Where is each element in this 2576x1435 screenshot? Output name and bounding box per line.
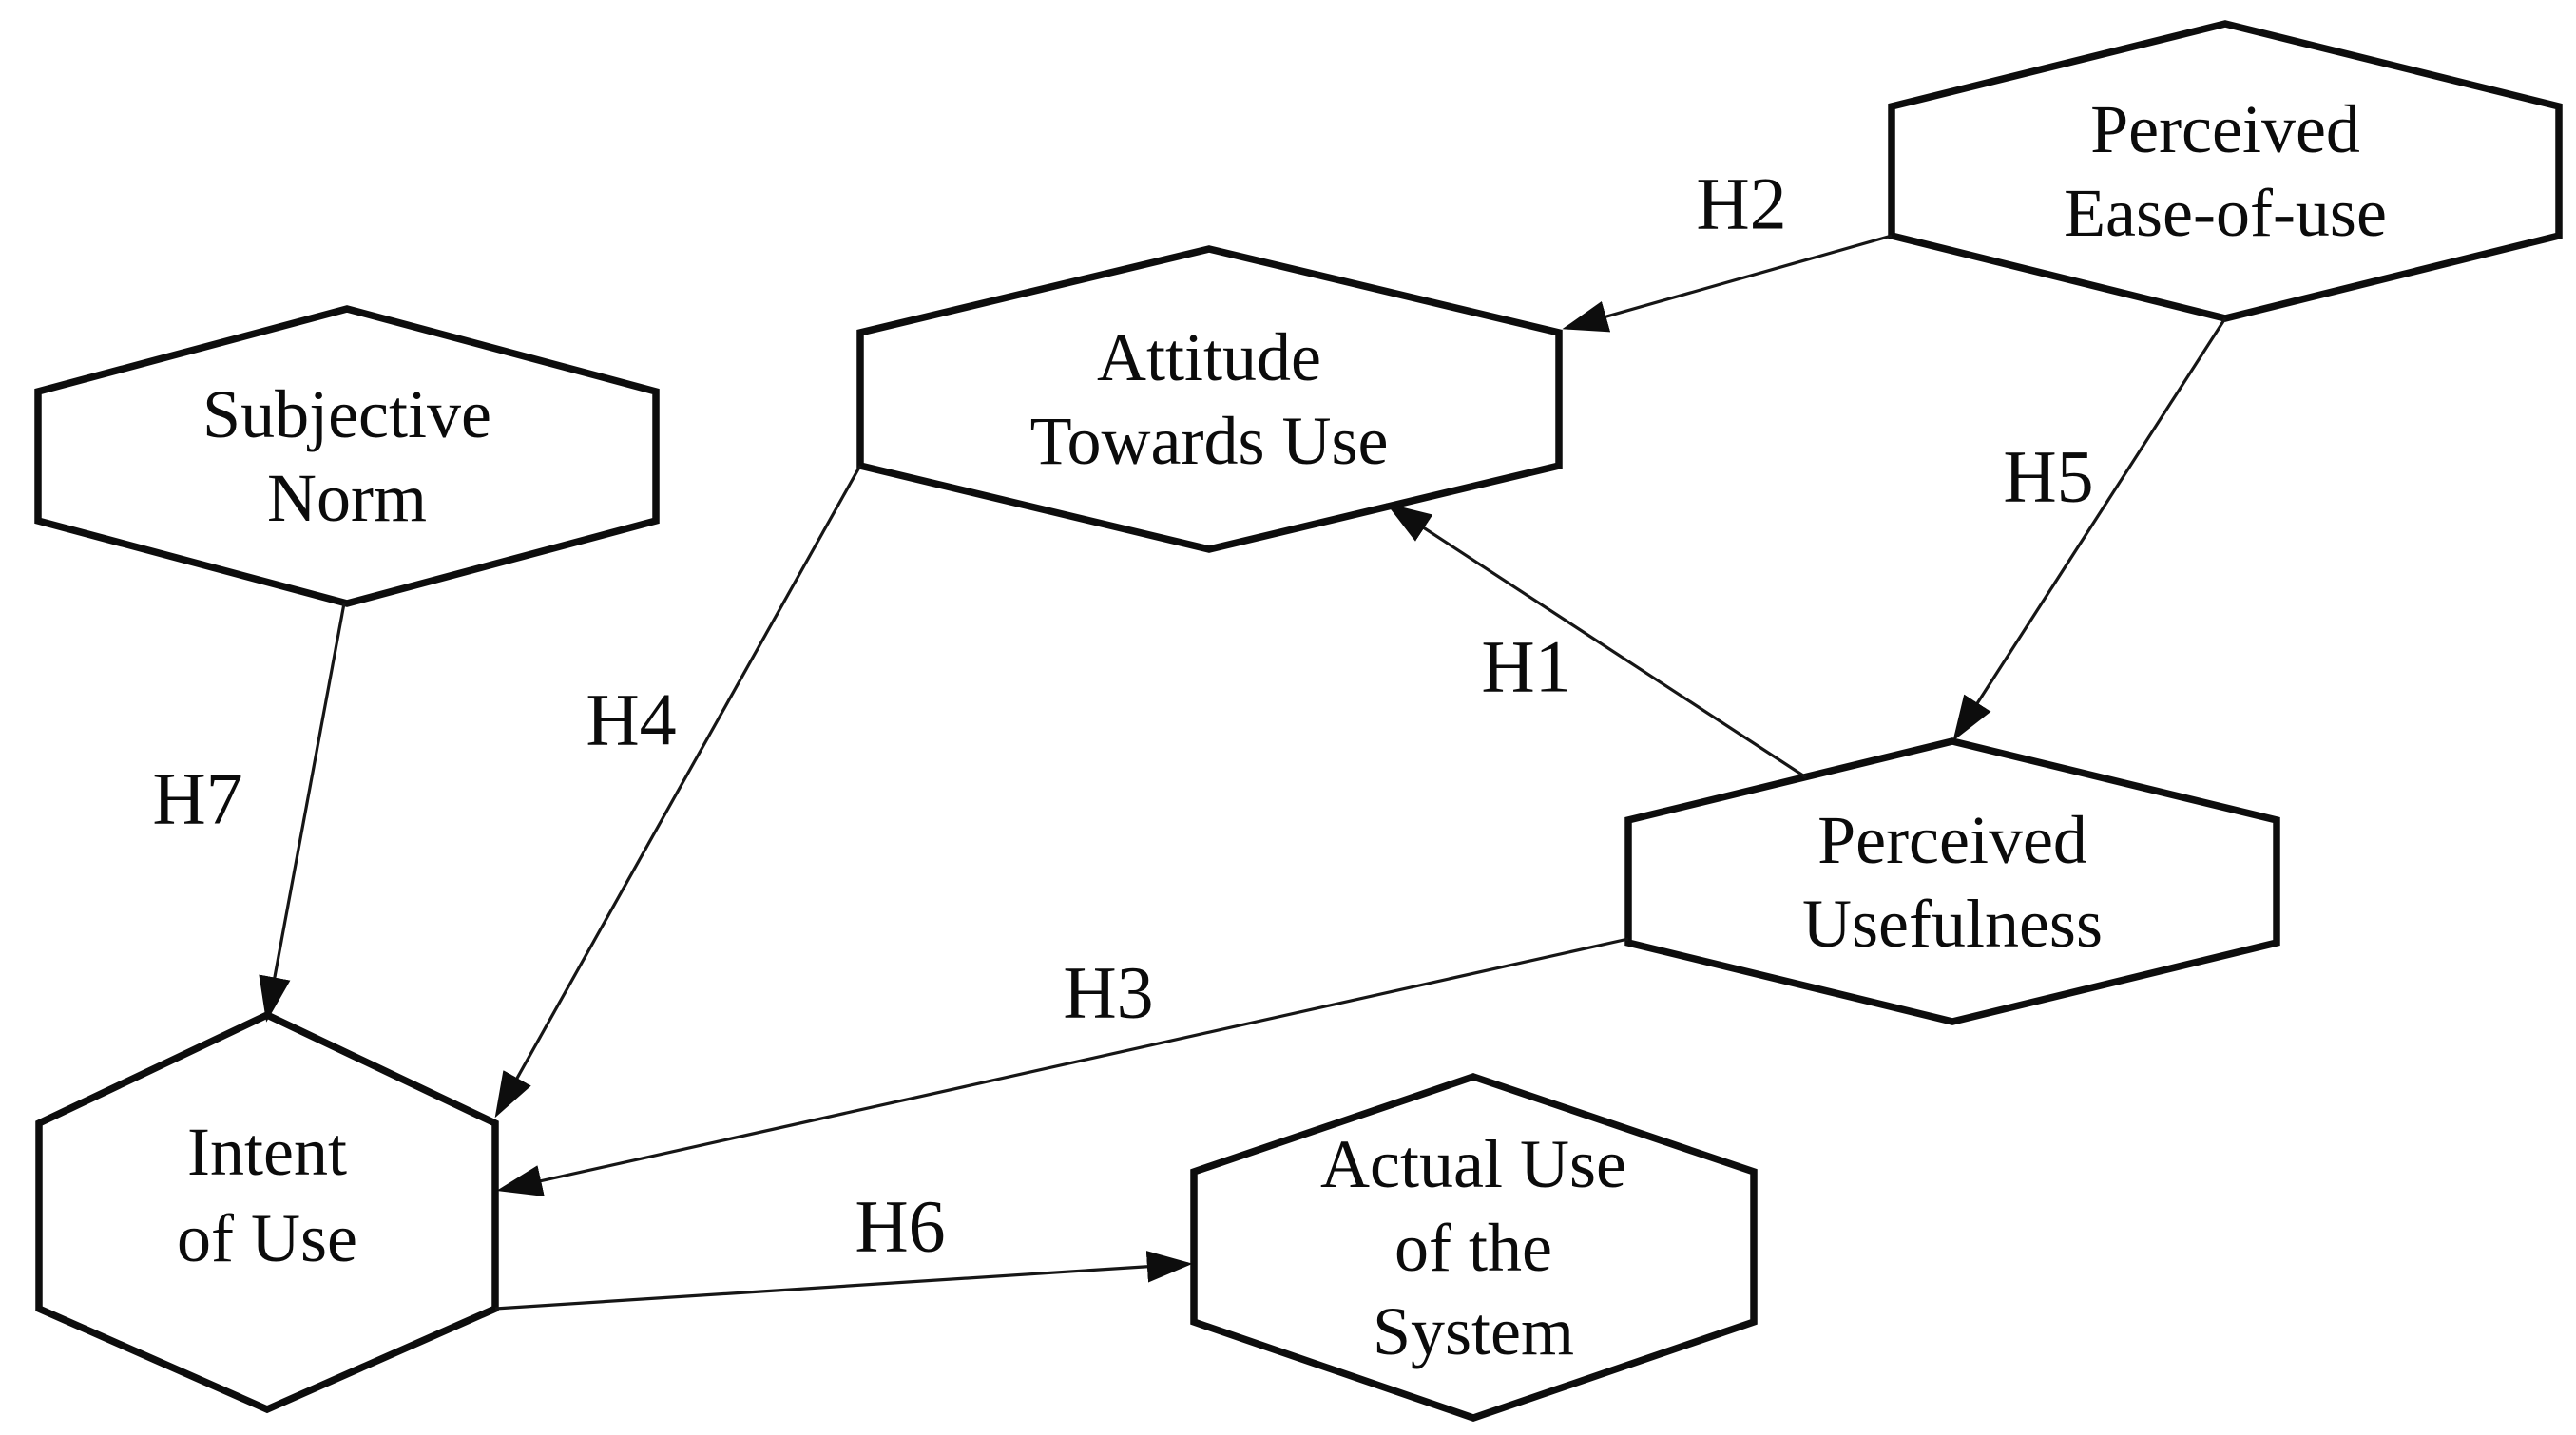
edge-h1: H1 [1385,503,1807,779]
edge-h7-label: H7 [152,757,242,840]
edge-h7-arrow [259,603,346,1023]
edge-h1-arrow [1385,503,1807,779]
perceived-usefulness-label: Perceived [1817,802,2087,878]
perceived-ease-of-use-hexagon [1888,20,2563,322]
edge-h2: H2 [1562,163,1893,333]
edge-h6: H6 [494,1185,1193,1311]
actual-use-of-the-system-label: of the [1394,1210,1552,1286]
attitude-towards-use-label: Towards Use [1030,403,1389,479]
node-attitude-towards-use: Attitude Towards Use [856,245,1563,553]
edge-h4-label: H4 [586,679,676,761]
node-actual-use-of-the-system: Actual Use of the System [1190,1073,1758,1422]
edge-h5-arrow [1952,317,2227,742]
edge-h3-arrow [496,937,1629,1197]
actual-use-of-the-system-hexagon [1190,1073,1758,1422]
edge-h5-label: H5 [2003,435,2093,518]
perceived-ease-of-use-label: Perceived [2090,91,2360,167]
edge-h3-label: H3 [1063,951,1153,1034]
edge-h7: H7 [152,603,346,1023]
perceived-ease-of-use-label: Ease-of-use [2064,175,2387,251]
edge-h5: H5 [1952,317,2227,742]
edge-h4: H4 [494,465,862,1119]
subjective-norm-label: Norm [267,460,427,536]
edge-h3: H3 [496,937,1629,1197]
subjective-norm-hexagon [34,305,660,607]
perceived-usefulness-label: Usefulness [1802,886,2103,962]
intent-of-use-label: Intent [187,1114,347,1190]
node-intent-of-use: Intent of Use [35,1010,499,1414]
actual-use-of-the-system-label: Actual Use [1320,1126,1626,1202]
attitude-towards-use-label: Attitude [1097,319,1321,395]
attitude-towards-use-hexagon [856,245,1563,553]
node-perceived-ease-of-use: Perceived Ease-of-use [1888,20,2563,322]
edge-h6-label: H6 [855,1185,945,1268]
intent-of-use-hexagon [35,1010,499,1414]
edge-h2-label: H2 [1696,163,1786,245]
subjective-norm-label: Subjective [202,376,491,452]
actual-use-of-the-system-label: System [1373,1293,1574,1369]
edge-h4-arrow [494,465,862,1119]
edge-h2-arrow [1562,234,1893,333]
edge-h1-label: H1 [1481,625,1571,708]
perceived-usefulness-hexagon [1624,737,2280,1025]
intent-of-use-label: of Use [177,1200,357,1276]
node-perceived-usefulness: Perceived Usefulness [1624,737,2280,1025]
edge-h6-arrow [494,1251,1193,1311]
node-subjective-norm: Subjective Norm [34,305,660,607]
